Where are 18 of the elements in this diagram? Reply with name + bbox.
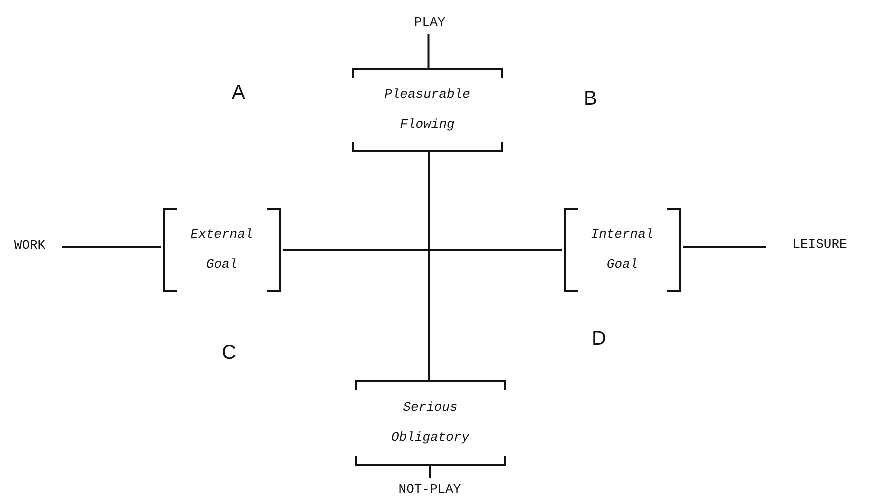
bracketed-term: External Goal: [163, 208, 281, 292]
axis-label: PLAY: [395, 10, 465, 34]
axis-line: [683, 246, 766, 248]
bracketed-term: Serious Obligatory: [355, 380, 506, 466]
axis-label: WORK: [0, 233, 60, 257]
quadrant-letter: A: [232, 82, 246, 105]
axis-label: LEISURE: [768, 232, 872, 256]
axis-line: [428, 34, 430, 68]
bracketed-term: Pleasurable Flowing: [352, 68, 503, 152]
axis-line: [283, 249, 562, 251]
axis-label: NOT-PLAY: [385, 478, 475, 500]
bracketed-term: Internal Goal: [564, 208, 681, 292]
quadrant-letter: D: [592, 328, 606, 351]
axis-line: [428, 152, 430, 380]
axis-line: [429, 466, 432, 478]
quadrant-letter: B: [584, 88, 598, 111]
axis-line: [62, 246, 161, 248]
quadrant-letter: C: [222, 342, 236, 365]
